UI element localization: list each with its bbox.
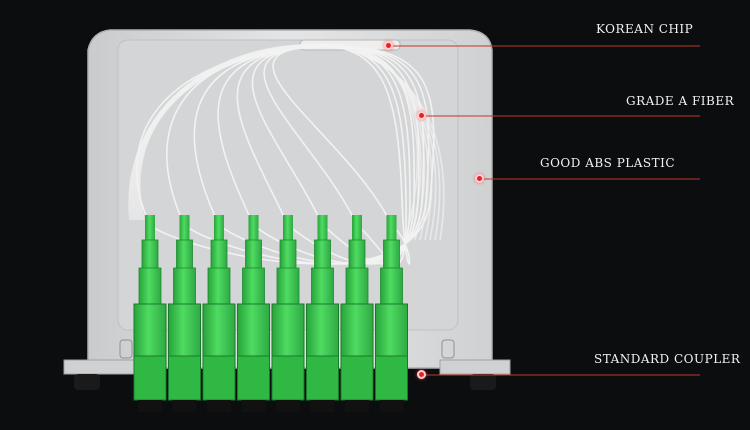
fiber-callout-dot [417,111,426,120]
fiber-strand [251,45,411,265]
sc-connector [133,215,167,412]
callout-label-standard-coupler: STANDARD COUPLER [594,352,741,366]
fiber-strand [166,45,430,265]
chip-callout-dot [384,41,393,50]
fiber-strand [272,45,411,265]
sc-connector [168,215,201,412]
sc-connector [271,215,305,412]
sc-connector [340,215,374,412]
sc-connector [306,215,339,412]
callout-label-korean-chip: KOREAN CHIP [596,22,694,36]
plastic-callout-dot [475,174,484,183]
coupler-callout-dot [417,370,426,379]
sc-apc-connector-array [133,215,408,412]
sc-connector [202,215,236,412]
fiber-strand [217,45,420,265]
sc-connector [375,215,408,412]
callout-label-grade-a-fiber: GRADE A FIBER [626,94,735,108]
callout-lines [390,45,700,376]
fiber-loop [139,44,419,241]
callout-label-good-abs-plastic: GOOD ABS PLASTIC [540,156,676,170]
sc-connector [237,215,270,412]
